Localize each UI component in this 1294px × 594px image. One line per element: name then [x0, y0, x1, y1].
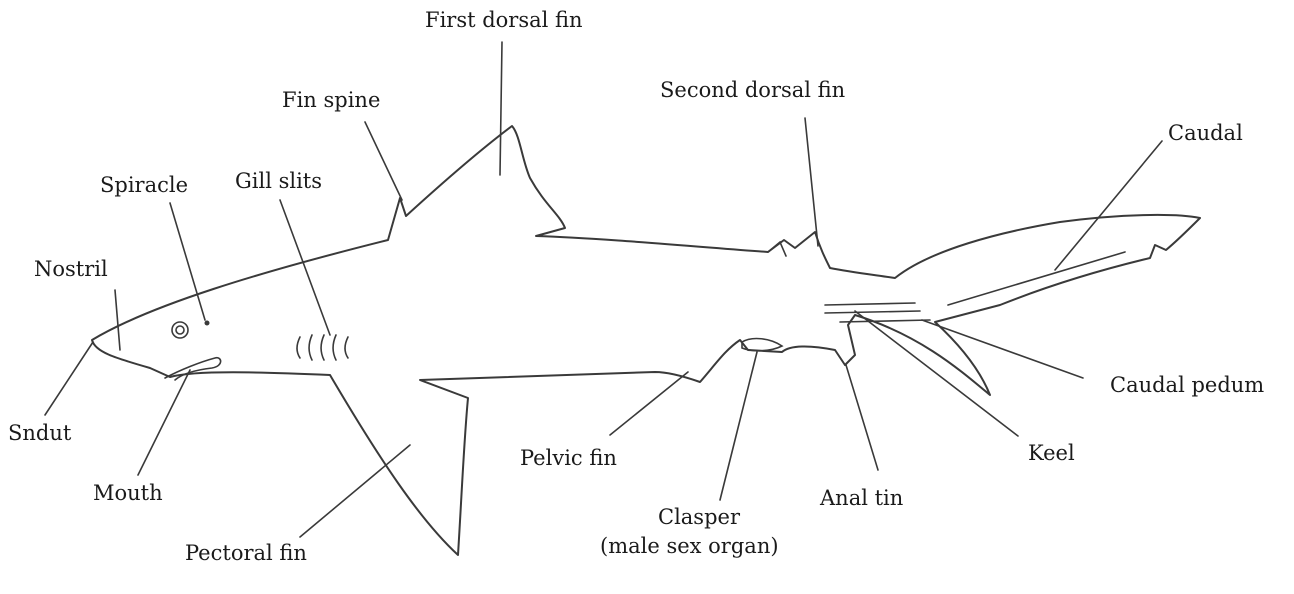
label-nostril: Nostril — [34, 257, 108, 281]
label-anal-fin: Anal tin — [819, 486, 903, 510]
leader-clasper — [720, 352, 757, 500]
leader-second-dorsal-fin — [805, 118, 818, 246]
leader-snout — [45, 342, 93, 415]
leader-caudal — [1055, 141, 1162, 270]
caudal-lateral-line — [948, 252, 1125, 305]
label-snout: Sndut — [8, 421, 72, 445]
leader-mouth — [138, 370, 190, 475]
spiracle-dot — [205, 321, 210, 326]
label-caudal-peduncle: Caudal pedum — [1110, 373, 1264, 397]
label-mouth: Mouth — [93, 481, 163, 505]
leader-nostril — [115, 290, 120, 350]
leader-fin-spine — [365, 122, 402, 200]
gill-slits-marks — [297, 335, 348, 360]
eye — [172, 322, 188, 338]
label-fin-spine: Fin spine — [282, 88, 380, 112]
keel-stripe-3 — [840, 320, 930, 322]
leader-anal-fin — [846, 365, 878, 470]
label-clasper-subtitle: (male sex organ) — [600, 534, 779, 558]
label-clasper: Clasper — [658, 505, 741, 529]
label-first-dorsal-fin: First dorsal fin — [425, 8, 583, 32]
leader-first-dorsal-fin — [500, 42, 502, 175]
label-gill-slits: Gill slits — [235, 169, 322, 193]
leader-caudal-peduncle — [922, 320, 1083, 378]
label-keel: Keel — [1028, 441, 1075, 465]
keel-stripe-1 — [825, 303, 915, 305]
label-pectoral-fin: Pectoral fin — [185, 541, 307, 565]
label-pelvic-fin: Pelvic fin — [520, 446, 617, 470]
leader-pectoral-fin — [300, 445, 410, 537]
second-dorsal-small-fin — [768, 242, 786, 256]
leader-keel — [855, 311, 1018, 436]
label-spiracle: Spiracle — [100, 173, 188, 197]
keel-stripe-2 — [825, 311, 920, 313]
labels: First dorsal fin Second dorsal fin Fin s… — [8, 8, 1264, 565]
label-second-dorsal-fin: Second dorsal fin — [660, 78, 845, 102]
eye-inner — [176, 326, 184, 334]
leader-pelvic-fin — [610, 372, 688, 435]
label-caudal: Caudal — [1168, 121, 1243, 145]
